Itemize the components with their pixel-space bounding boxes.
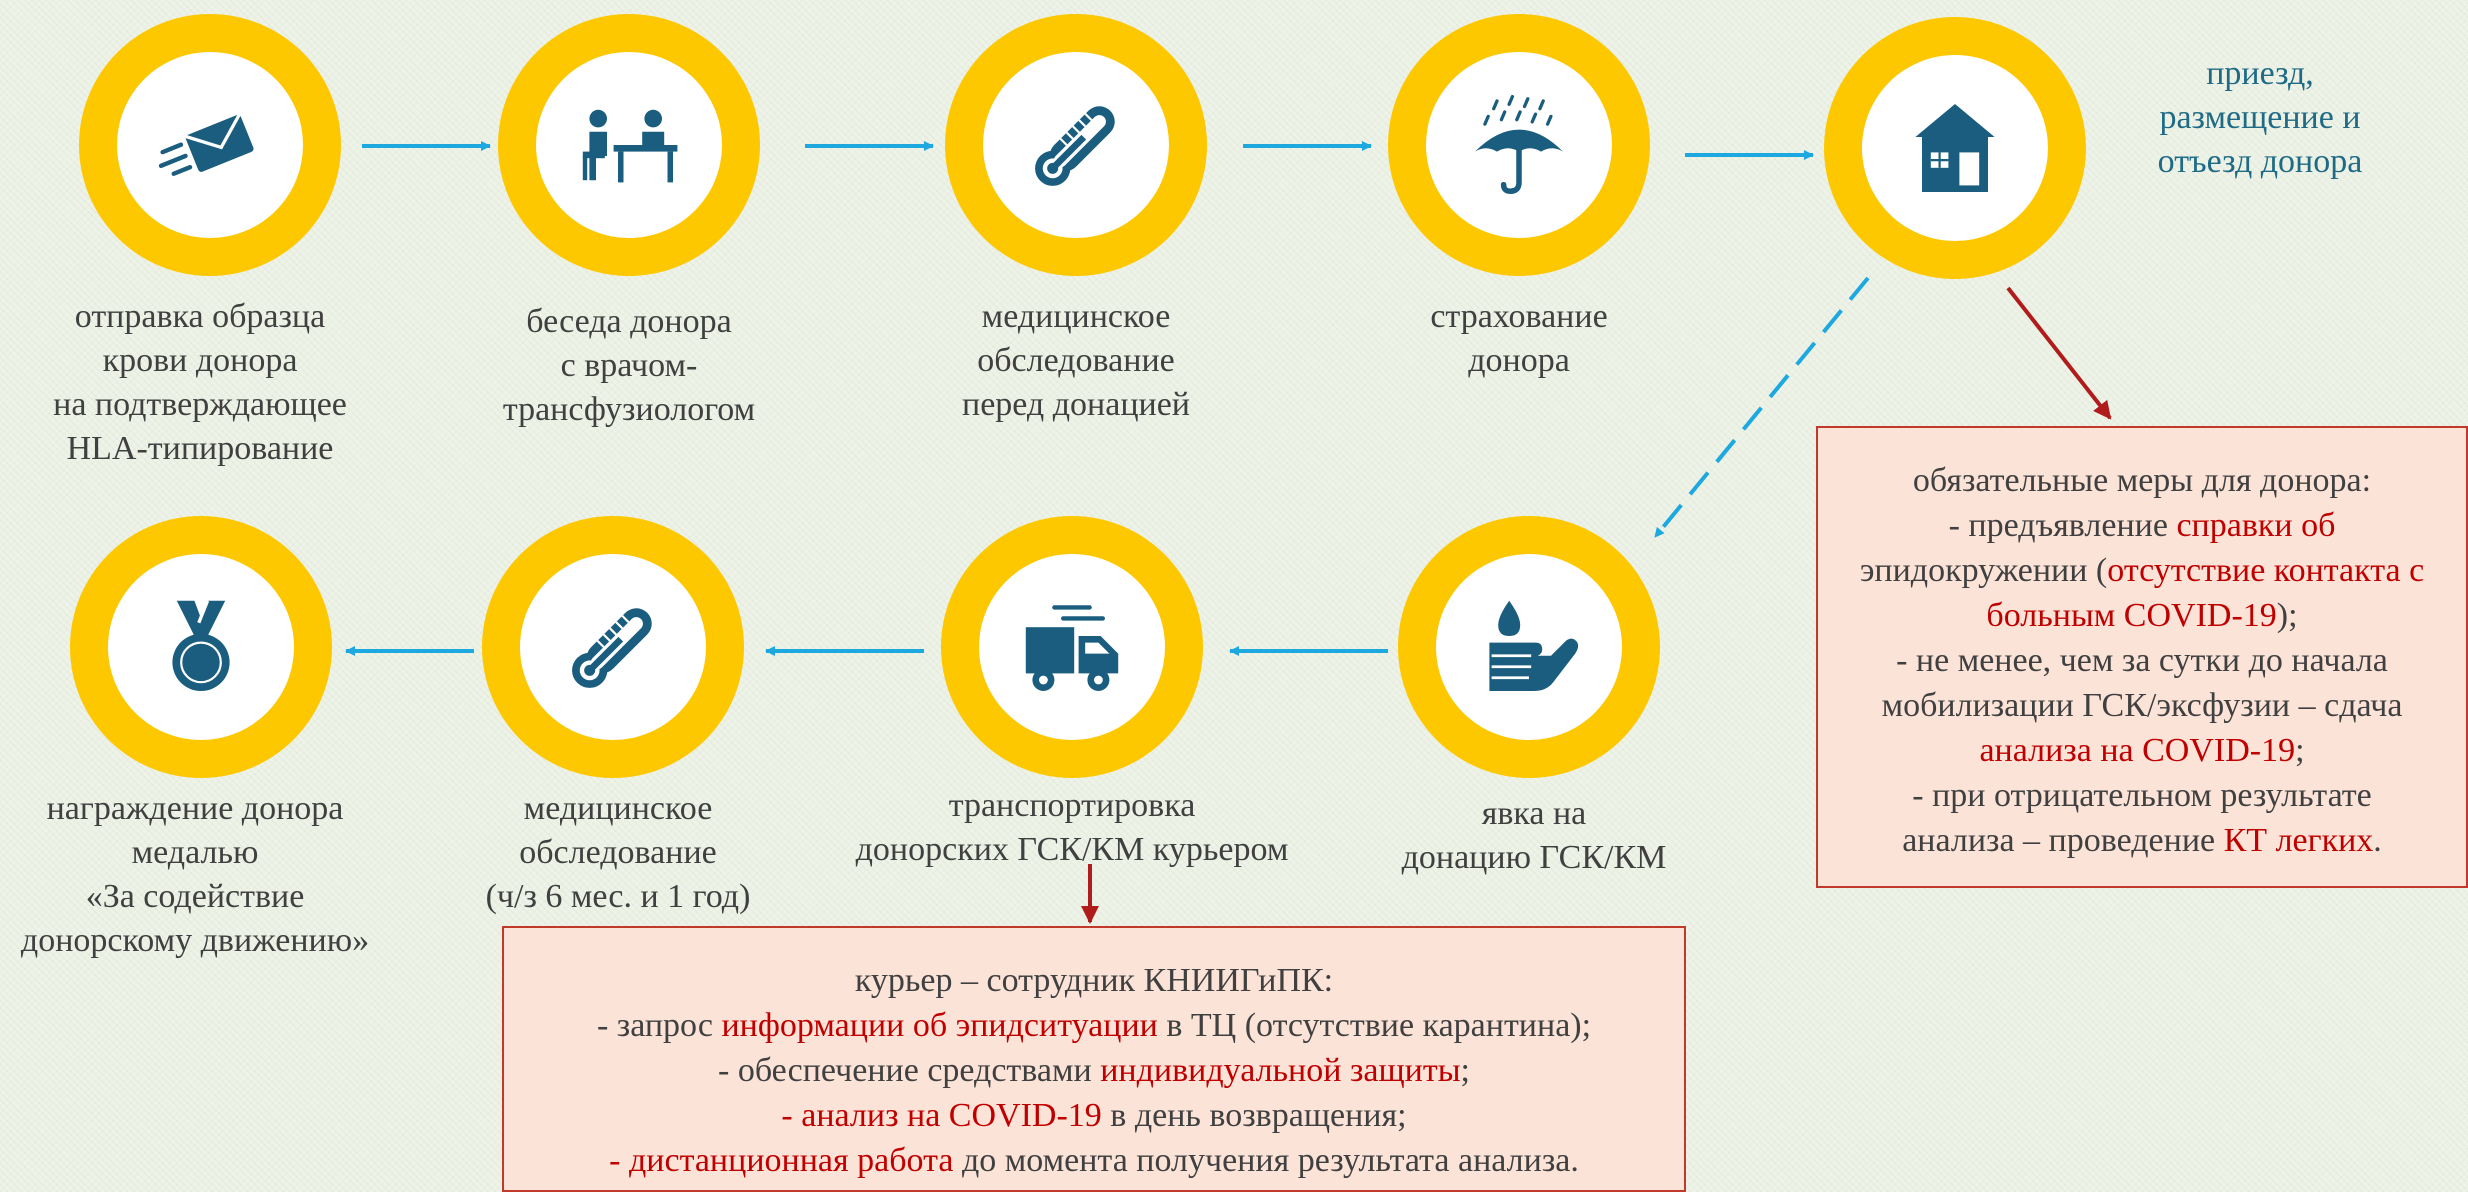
courier-measure-text: курьер – сотрудник КНИИГиПК: bbox=[854, 962, 1334, 999]
truck-icon bbox=[1025, 605, 1119, 691]
courier-measures-box: курьер – сотрудник КНИИГиПК: - запрос инф… bbox=[502, 926, 1686, 1192]
step-9-node bbox=[70, 516, 332, 778]
donor-measure-highlight: справки об bbox=[2176, 507, 2336, 544]
step-8-node bbox=[482, 516, 744, 778]
courier-measure-highlight: - дистанционная работа bbox=[609, 1142, 954, 1179]
step-5-node bbox=[1824, 17, 2086, 279]
thermometer-icon bbox=[572, 608, 652, 688]
courier-measure-line: - дистанционная работа до момента получе… bbox=[514, 1138, 1674, 1183]
donor-measure-text: анализа – проведение bbox=[1902, 822, 2224, 859]
donor-measure-line: - не менее, чем за сутки до начала bbox=[1828, 638, 2456, 683]
donor-measure-line: анализа на COVID-19; bbox=[1828, 728, 2456, 773]
courier-measure-highlight: - анализ на COVID-19 bbox=[781, 1097, 1102, 1134]
envelope-icon bbox=[158, 113, 254, 176]
donor-measure-text: эпидокружении ( bbox=[1859, 552, 2108, 589]
step-5-label: приезд, размещение и отъезд донора bbox=[2157, 55, 2363, 180]
medal-icon bbox=[172, 600, 230, 691]
donor-measure-line: обязательные меры для донора: bbox=[1828, 458, 2456, 503]
courier-measure-highlight: индивидуальной защиты bbox=[1100, 1052, 1461, 1089]
donor-measure-text: мобилизации ГСК/эксфузии – сдача bbox=[1881, 687, 2403, 724]
step-1-label: отправка образца крови донора на подтвер… bbox=[53, 298, 347, 467]
donor-measure-highlight: КТ легких bbox=[2223, 822, 2374, 859]
donor-measure-line: мобилизации ГСК/эксфузии – сдача bbox=[1828, 683, 2456, 728]
courier-measure-highlight: информации об эпидситуации bbox=[721, 1007, 1158, 1044]
step-3-node bbox=[945, 14, 1207, 276]
step-1-node bbox=[79, 14, 341, 276]
donor-measure-text: . bbox=[2373, 822, 2382, 859]
donor-measure-line: анализа – проведение КТ легких. bbox=[1828, 818, 2456, 863]
step-2-node bbox=[498, 14, 760, 276]
doctor-consultation-icon bbox=[582, 109, 678, 183]
courier-measure-text: - обеспечение средствами bbox=[718, 1052, 1101, 1089]
courier-measure-text: ; bbox=[1460, 1052, 1470, 1089]
courier-measure-line: - запрос информации об эпидситуации в ТЦ… bbox=[514, 1003, 1674, 1048]
donor-measure-highlight: отсутствие контакта с bbox=[2107, 552, 2425, 589]
courier-measure-line: курьер – сотрудник КНИИГиПК: bbox=[514, 958, 1674, 1003]
umbrella-rain-icon bbox=[1475, 94, 1563, 194]
courier-measure-line: - обеспечение средствами индивидуальной … bbox=[514, 1048, 1674, 1093]
donor-measure-line: - предъявление справки об bbox=[1828, 503, 2456, 548]
donor-measure-highlight: больным COVID-19 bbox=[1986, 597, 2277, 634]
arrow-to-donor-measures bbox=[2006, 286, 2112, 420]
step-6-node bbox=[1398, 516, 1660, 778]
donor-measure-text: - при отрицательном результате bbox=[1912, 777, 2372, 814]
donor-measure-text: ); bbox=[2276, 597, 2298, 634]
courier-measure-text: в день возвращения; bbox=[1101, 1097, 1407, 1134]
courier-measure-text: в ТЦ (отсутствие карантина); bbox=[1157, 1007, 1592, 1044]
step-7-node bbox=[941, 516, 1203, 778]
donor-measure-line: больным COVID-19); bbox=[1828, 593, 2456, 638]
donor-measure-text: - не менее, чем за сутки до начала bbox=[1896, 642, 2388, 679]
arrow-5-6-dashed bbox=[1653, 276, 1870, 539]
donor-measure-highlight: анализа на COVID-19 bbox=[1979, 732, 2296, 769]
donor-measure-line: - при отрицательном результате bbox=[1828, 773, 2456, 818]
donor-measure-text: обязательные меры для донора: bbox=[1912, 462, 2372, 499]
step-6-label: явка на донацию ГСК/КМ bbox=[1401, 795, 1667, 876]
step-4-label: страхование донора bbox=[1430, 298, 1608, 379]
step-9-label: награждение донора медалью «За содействи… bbox=[20, 790, 370, 959]
house-icon bbox=[1915, 104, 1995, 192]
donor-measure-text: ; bbox=[2295, 732, 2305, 769]
courier-measure-line: - анализ на COVID-19 в день возвращения; bbox=[514, 1093, 1674, 1138]
step-4-node bbox=[1388, 14, 1650, 276]
step-7-label: транспортировка донорских ГСК/КМ курьеро… bbox=[855, 787, 1289, 868]
step-8-label: медицинское обследование (ч/з 6 мес. и 1… bbox=[485, 790, 751, 915]
thermometer-icon bbox=[1035, 106, 1115, 186]
step-3-label: медицинское обследование перед донацией bbox=[962, 298, 1190, 423]
hand-drop-icon bbox=[1489, 600, 1579, 691]
step-2-label: беседа донора с врачом- трансфузиологом bbox=[502, 303, 756, 428]
donor-measures-box: обязательные меры для донора: - предъявле… bbox=[1816, 426, 2468, 888]
donor-measure-line: эпидокружении (отсутствие контакта с bbox=[1828, 548, 2456, 593]
donor-measure-text: - предъявление bbox=[1948, 507, 2177, 544]
courier-measure-text: до момента получения результата анализа. bbox=[953, 1142, 1579, 1179]
courier-measure-text: - запрос bbox=[596, 1007, 722, 1044]
